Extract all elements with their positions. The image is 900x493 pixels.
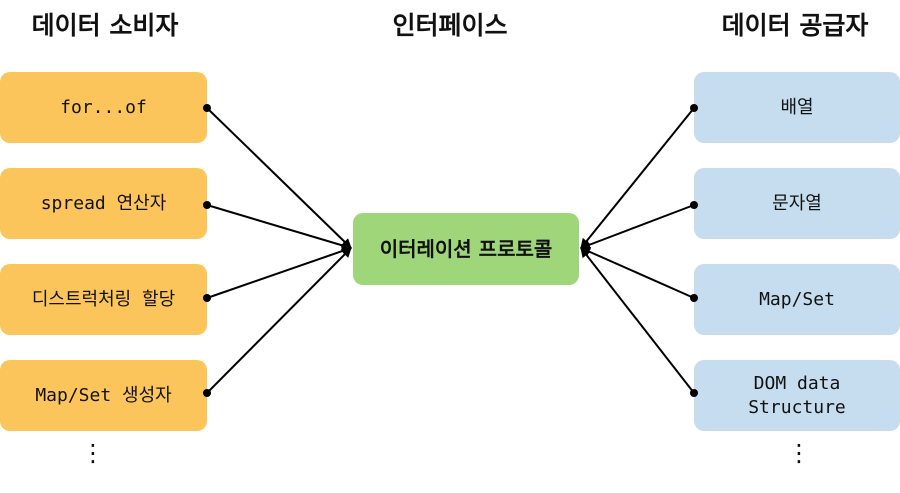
consumer-arrow-2: [206, 246, 352, 299]
consumer-destructuring: 디스트럭처링 할당: [0, 264, 207, 335]
provider-arrow-2: [580, 247, 695, 299]
provider-arrow-1: [580, 204, 695, 250]
consumer-spread: spread 연산자: [0, 168, 207, 239]
consumer-heading: 데이터 소비자: [31, 11, 179, 40]
provider-array: 배열: [694, 72, 900, 143]
provider-map-set: Map/Set: [694, 264, 900, 335]
provider-dom-data-structure: DOM data Structure: [694, 360, 900, 431]
provider-arrow-3: [580, 247, 695, 394]
consumer-arrow-0: [206, 107, 352, 249]
provider-arrow-2-dot: [690, 294, 698, 302]
consumer-for-of: for...of: [0, 72, 207, 143]
provider-arrow-0-dot: [690, 104, 698, 112]
provider-arrow-3-dot: [690, 389, 698, 397]
consumer-arrow-3-dot: [203, 389, 211, 397]
consumer-arrow-2-dot: [203, 294, 211, 302]
consumer-arrow-0-dot: [203, 104, 211, 112]
provider-arrow-0: [580, 107, 695, 249]
consumer-arrow-1: [206, 204, 352, 251]
interface-heading: 인터페이스: [392, 11, 508, 40]
consumer-arrow-3: [206, 247, 352, 394]
provider-heading: 데이터 공급자: [721, 11, 869, 40]
iteration-protocol-box: 이터레이션 프로토콜: [353, 213, 579, 285]
consumer-map-set-constructor: Map/Set 생성자: [0, 360, 207, 431]
consumer-arrow-1-dot: [203, 201, 211, 209]
provider-string: 문자열: [694, 168, 900, 239]
provider-arrow-1-dot: [690, 201, 698, 209]
